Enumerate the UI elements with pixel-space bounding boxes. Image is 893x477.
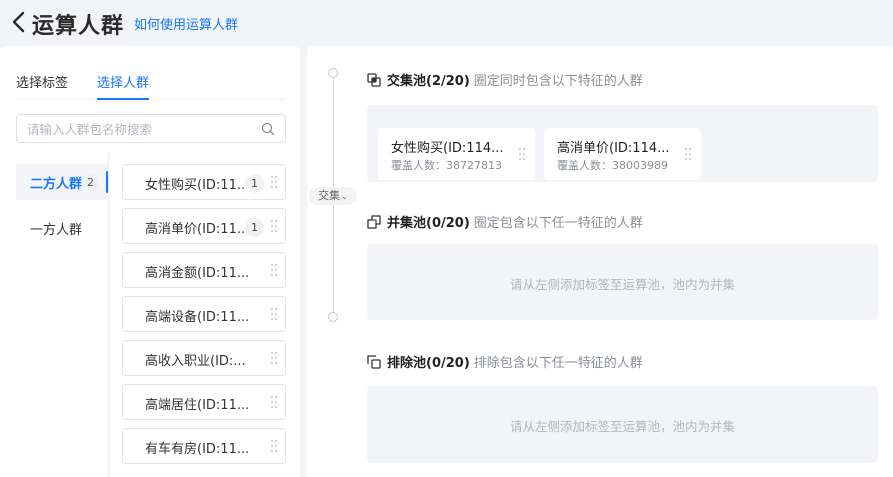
- category-list: 二方人群 2 一方人群: [16, 154, 109, 477]
- search-input[interactable]: [27, 120, 247, 138]
- union-pool-header: 并集池(0/20)圈定包含以下任一特征的人群: [367, 212, 643, 231]
- exclude-pool-header: 排除池(0/20)排除包含以下任一特征的人群: [367, 352, 643, 371]
- audience-name: 高端设备(ID:11...: [145, 310, 250, 325]
- chip-name: 高消单价(ID:114...: [557, 141, 670, 156]
- timeline-dot: [328, 68, 338, 78]
- audience-name: 高端居住(ID:11...: [145, 398, 250, 413]
- drag-handle-icon[interactable]: [271, 308, 277, 320]
- pool-description: 排除包含以下任一特征的人群: [473, 356, 643, 371]
- drag-handle-icon[interactable]: [271, 440, 277, 452]
- back-button[interactable]: [8, 9, 30, 35]
- exclude-icon: [367, 355, 381, 369]
- category-label: 二方人群: [30, 177, 83, 192]
- chip-name: 女性购买(ID:114...: [391, 141, 504, 156]
- empty-placeholder: 请从左侧添加标签至运算池，池内为并集: [509, 277, 735, 292]
- active-tab-indicator: [97, 98, 149, 100]
- selected-count-badge: 1: [245, 218, 264, 237]
- active-category-indicator: [106, 171, 109, 193]
- drag-handle-icon[interactable]: [271, 176, 277, 188]
- audience-item[interactable]: 高消金额(ID:11...: [122, 252, 286, 288]
- drag-handle-icon[interactable]: [519, 148, 525, 160]
- intersection-pool-header: 交集池(2/20)圈定同时包含以下特征的人群: [367, 70, 643, 89]
- pool-chip[interactable]: 女性购买(ID:114... 覆盖人数：38727813: [378, 128, 535, 180]
- category-label: 一方人群: [30, 223, 83, 238]
- pool-name: 交集池(2/20): [387, 74, 470, 89]
- category-second-party[interactable]: 二方人群 2: [16, 164, 109, 200]
- exclude-pool-dropzone[interactable]: 请从左侧添加标签至运算池，池内为并集: [367, 386, 878, 463]
- chip-coverage: 覆盖人数：38727813: [391, 159, 502, 172]
- audience-item[interactable]: 有车有房(ID:11...: [122, 428, 286, 464]
- audience-name: 高消金额(ID:11...: [145, 266, 250, 281]
- audience-item[interactable]: 高端设备(ID:11...: [122, 296, 286, 332]
- union-pool-dropzone[interactable]: 请从左侧添加标签至运算池，池内为并集: [367, 244, 878, 320]
- page-title: 运算人群: [32, 14, 125, 39]
- help-link[interactable]: 如何使用运算人群: [134, 18, 239, 33]
- category-count-badge: 2: [82, 174, 99, 191]
- drag-handle-icon[interactable]: [271, 352, 277, 364]
- operator-label: 交集: [318, 189, 341, 202]
- audience-item[interactable]: 高端居住(ID:11...: [122, 384, 286, 420]
- audience-item[interactable]: 高消单价(ID:11... 1: [122, 208, 286, 244]
- chevron-left-icon: [12, 11, 25, 33]
- audience-name: 有车有房(ID:11...: [145, 442, 250, 457]
- audience-name: 女性购买(ID:11...: [145, 178, 250, 193]
- pool-name: 排除池(0/20): [387, 356, 470, 371]
- source-tabs: 选择标签 选择人群: [16, 46, 286, 100]
- left-panel: 选择标签 选择人群 二方人群 2 一方人群 女性购买(ID:11... 1 高消…: [0, 46, 300, 477]
- union-icon: [367, 215, 381, 229]
- selected-count-badge: 1: [245, 174, 264, 193]
- chevron-down-icon: ⌄: [341, 192, 348, 201]
- chip-coverage: 覆盖人数：38003989: [557, 159, 668, 172]
- pool-chip[interactable]: 高消单价(ID:114... 覆盖人数：38003989: [544, 128, 701, 180]
- search-box: [16, 114, 286, 143]
- audience-item[interactable]: 高收入职业(ID:...: [122, 340, 286, 376]
- page-header: 运算人群 如何使用运算人群: [0, 0, 893, 46]
- divider: [108, 152, 109, 477]
- intersection-pool-dropzone[interactable]: 女性购买(ID:114... 覆盖人数：38727813 高消单价(ID:114…: [367, 105, 878, 182]
- tab-select-tags[interactable]: 选择标签: [16, 76, 69, 91]
- category-first-party[interactable]: 一方人群: [16, 210, 109, 246]
- drag-handle-icon[interactable]: [271, 396, 277, 408]
- pool-description: 圈定包含以下任一特征的人群: [473, 216, 643, 231]
- empty-placeholder: 请从左侧添加标签至运算池，池内为并集: [509, 419, 735, 434]
- audience-item[interactable]: 女性购买(ID:11... 1: [122, 164, 286, 200]
- drag-handle-icon[interactable]: [271, 264, 277, 276]
- right-panel: 交集⌄ 交集池(2/20)圈定同时包含以下特征的人群 女性购买(ID:114..…: [307, 46, 893, 477]
- operator-select[interactable]: 交集⌄: [309, 187, 357, 205]
- tab-select-audiences[interactable]: 选择人群: [97, 76, 150, 91]
- drag-handle-icon[interactable]: [271, 220, 277, 232]
- pool-description: 圈定同时包含以下特征的人群: [473, 74, 643, 89]
- intersection-icon: [367, 73, 381, 87]
- pool-name: 并集池(0/20): [387, 216, 470, 231]
- timeline-dot: [328, 312, 338, 322]
- search-icon[interactable]: [261, 122, 275, 136]
- drag-handle-icon[interactable]: [685, 148, 691, 160]
- audience-name: 高消单价(ID:11...: [145, 222, 250, 237]
- audience-name: 高收入职业(ID:...: [145, 354, 246, 369]
